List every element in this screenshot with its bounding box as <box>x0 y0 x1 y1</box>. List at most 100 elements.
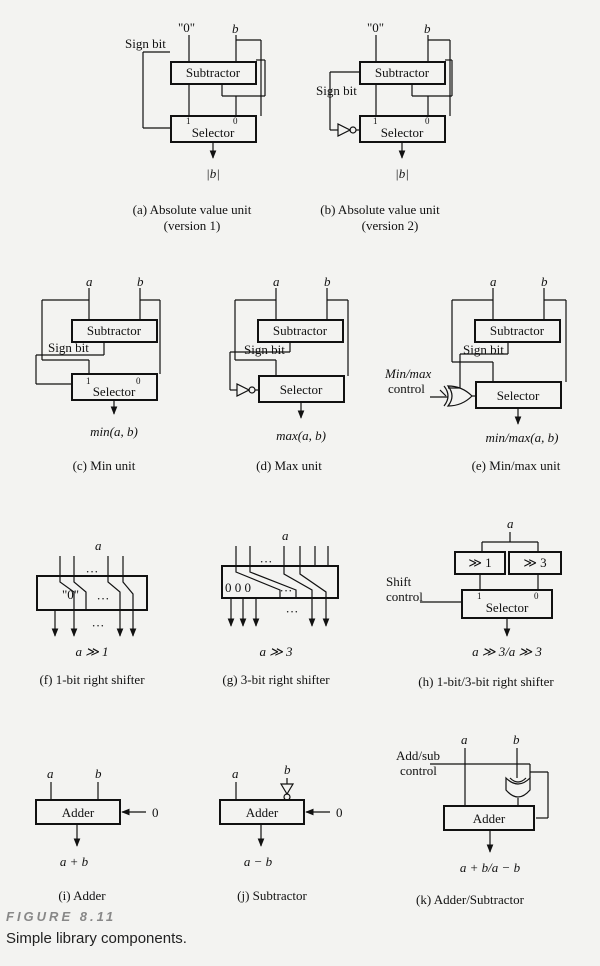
output-label: a ≫ 3/a ≫ 3 <box>472 644 542 659</box>
panel-b-caption: (b) Absolute value unit <box>320 202 440 217</box>
panel-a-caption-version: (version 1) <box>164 218 221 233</box>
input-a-label: a <box>461 732 468 747</box>
subtractor-block <box>71 319 158 343</box>
adder-label: Adder <box>62 805 95 820</box>
adder-label: Adder <box>473 811 506 826</box>
adder-block <box>219 799 305 825</box>
dots-label: ··· <box>260 554 273 569</box>
input-a-label: a <box>282 528 289 543</box>
input-a-label: a <box>273 274 280 289</box>
zeros-label: 0 0 0 <box>225 580 251 595</box>
input-zero-label: "0" <box>178 20 195 35</box>
panel-h <box>420 532 562 637</box>
inverter-icon <box>337 123 352 137</box>
panel-g-caption: (g) 3-bit right shifter <box>222 672 330 687</box>
selector-label: Selector <box>93 384 136 399</box>
selector-label: Selector <box>486 600 529 615</box>
dots-label: ··· <box>286 604 299 619</box>
dots-label: ··· <box>92 618 105 633</box>
panel-e-caption: (e) Min/max unit <box>472 458 561 473</box>
sign-bit-label: Sign bit <box>463 342 504 357</box>
adder-block <box>443 805 535 831</box>
input-b-label: b <box>324 274 331 289</box>
input-b-label: b <box>137 274 144 289</box>
dots-label: ··· <box>280 583 293 598</box>
port-1-label: 1 <box>186 116 191 126</box>
shifter-block <box>36 575 148 611</box>
selector-label: Selector <box>280 382 323 397</box>
panel-b-caption-version: (version 2) <box>362 218 419 233</box>
input-a-label: a <box>86 274 93 289</box>
subtractor-label: Subtractor <box>186 65 241 80</box>
min-max-control-label-2: control <box>388 381 425 396</box>
panel-f <box>36 556 148 637</box>
sign-bit-label: Sign bit <box>125 36 166 51</box>
panel-k-caption: (k) Adder/Subtractor <box>416 892 525 907</box>
output-label: a + b <box>60 854 89 869</box>
input-a-label: a <box>490 274 497 289</box>
subtractor-block <box>170 61 257 85</box>
panel-e <box>430 288 567 425</box>
subtractor-block <box>359 61 446 85</box>
panel-j-caption: (j) Subtractor <box>237 888 307 903</box>
output-label: a ≫ 1 <box>75 644 108 659</box>
subtractor-block <box>257 319 344 343</box>
subtractor-label: Subtractor <box>273 323 328 338</box>
figure-label: FIGURE 8.11 <box>6 909 117 924</box>
sign-bit-label: Sign bit <box>48 340 89 355</box>
add-sub-control-label: Add/sub <box>396 748 440 763</box>
panel-b <box>329 35 453 159</box>
carry-in-label: 0 <box>152 805 159 820</box>
port-1-label: 1 <box>86 376 91 386</box>
port-0-label: 0 <box>534 591 539 601</box>
subtractor-label: Subtractor <box>375 65 430 80</box>
add-sub-control-label-2: control <box>400 763 437 778</box>
carry-in-label: 0 <box>336 805 343 820</box>
inverter-icon <box>279 783 295 796</box>
panel-d <box>229 288 349 419</box>
panel-c <box>35 288 161 415</box>
subtractor-label: Subtractor <box>490 323 545 338</box>
panel-g <box>221 546 339 627</box>
panel-a <box>142 35 266 159</box>
panel-i <box>35 782 146 847</box>
xor-gate-icon <box>443 385 449 407</box>
input-b-label: b <box>95 766 102 781</box>
panel-f-caption: (f) 1-bit right shifter <box>39 672 145 687</box>
sign-bit-label: Sign bit <box>316 83 357 98</box>
shift-control-label: Shift <box>386 574 412 589</box>
sign-bit-label: Sign bit <box>244 342 285 357</box>
shift-by-3-block <box>508 551 562 575</box>
selector-label: Selector <box>497 388 540 403</box>
adder-block <box>35 799 121 825</box>
output-label: min(a, b) <box>90 424 138 439</box>
output-label: |b| <box>395 166 409 181</box>
selector-label: Selector <box>381 125 424 140</box>
zero-label: "0" <box>62 587 79 602</box>
panel-h-caption: (h) 1-bit/3-bit right shifter <box>418 674 554 689</box>
port-0-label: 0 <box>136 376 141 386</box>
xor-gate-icon <box>505 776 531 798</box>
output-label: a − b <box>244 854 273 869</box>
panel-i-caption: (i) Adder <box>58 888 106 903</box>
input-a-label: a <box>507 516 514 531</box>
output-label: a + b/a − b <box>460 860 521 875</box>
output-label: max(a, b) <box>276 428 326 443</box>
selector-label: Selector <box>192 125 235 140</box>
subtractor-label: Subtractor <box>87 323 142 338</box>
port-1-label: 1 <box>477 591 482 601</box>
port-0-label: 0 <box>425 116 430 126</box>
shift-by-1-label: ≫ 1 <box>468 555 491 570</box>
panel-k <box>430 748 549 853</box>
adder-label: Adder <box>246 805 279 820</box>
input-zero-label: "0" <box>367 20 384 35</box>
dots-label: ··· <box>97 591 110 606</box>
panel-j <box>219 778 330 847</box>
input-b-label: b <box>513 732 520 747</box>
input-a-label: a <box>95 538 102 553</box>
input-a-label: a <box>232 766 239 781</box>
output-label: |b| <box>206 166 220 181</box>
panel-d-caption: (d) Max unit <box>256 458 322 473</box>
